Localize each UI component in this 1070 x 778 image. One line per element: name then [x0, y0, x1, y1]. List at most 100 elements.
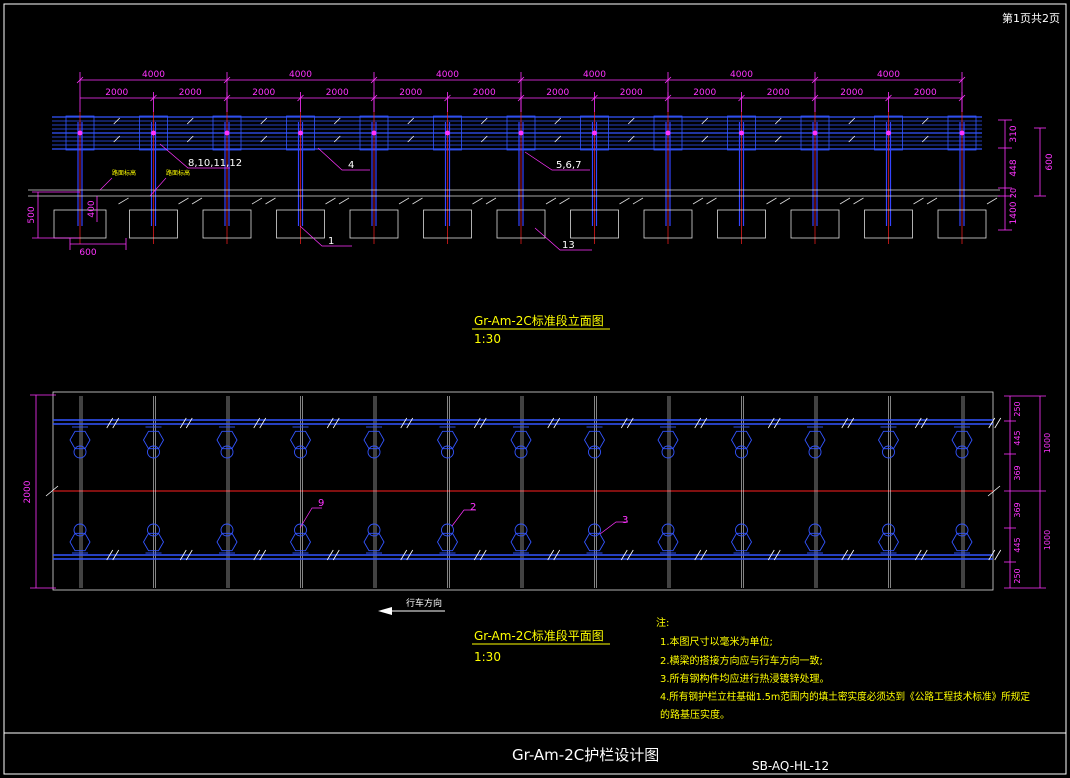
ground-hatch — [619, 197, 630, 205]
plan-post-hex — [657, 532, 679, 552]
dim-label-4000: 4000 — [583, 70, 606, 80]
rail-splice — [701, 117, 709, 125]
ground-hatch — [412, 197, 423, 205]
plan-blockouts — [69, 426, 973, 554]
plan-rail-splice — [332, 549, 340, 561]
bolt-marker — [739, 130, 744, 136]
break-mark — [987, 485, 1001, 497]
plan-post-hex — [436, 532, 459, 552]
plan-post-hex — [216, 532, 238, 552]
plan-post-hex — [877, 532, 900, 552]
plan-post-circle — [661, 445, 675, 459]
post-foundation — [717, 209, 766, 239]
ground-hatch — [766, 197, 777, 205]
plan-post-circle — [441, 523, 454, 537]
rail-splice — [701, 135, 709, 143]
elevation-scale: 1:30 — [474, 332, 501, 346]
ground-hatch — [485, 197, 497, 205]
ground-hatch — [338, 197, 350, 205]
ground-hatch — [178, 197, 189, 205]
dim-600-left: 600 — [79, 248, 96, 258]
plan-rail-splice — [920, 549, 928, 561]
elevation-title: Gr-Am-2C标准段立面图 — [474, 313, 604, 328]
bolt-marker — [298, 130, 303, 136]
plan-post-hex — [583, 532, 606, 552]
plan-post-hex — [289, 532, 312, 552]
plan-post-circle — [955, 445, 969, 459]
plan-post-circle — [882, 445, 895, 459]
dim-600-right: 600 — [1045, 153, 1055, 170]
dim-label-2000: 2000 — [399, 88, 422, 98]
ground-hatch — [265, 197, 276, 205]
post-foundation — [937, 209, 987, 239]
plan-callout-leaders — [299, 507, 628, 535]
plan-post-circle — [514, 523, 528, 537]
elevation-right-dims — [998, 119, 1046, 231]
plan-rail-splice — [179, 417, 187, 429]
plan-rail-splice — [988, 417, 996, 429]
plan-rail-splice — [553, 417, 561, 429]
rail-splice — [627, 117, 635, 125]
dim-400: 400 — [87, 200, 97, 217]
post-foundation — [349, 209, 399, 239]
note-4-continued: 的路基压实度。 — [660, 708, 730, 721]
plan-rail-splice — [914, 549, 922, 561]
post-foundation — [202, 209, 252, 239]
note-1: 1.本图尺寸以毫米为单位; — [660, 635, 773, 648]
post-foundation — [864, 209, 913, 239]
rail-splice — [260, 135, 268, 143]
callout-1: 1 — [328, 236, 334, 247]
plan-rail-splice — [994, 549, 1002, 561]
plan-post-lines — [45, 396, 1001, 588]
rail-splice — [333, 135, 341, 143]
elevation-posts — [77, 112, 965, 244]
plan-rail-splice — [847, 417, 855, 429]
plan-post-circle — [73, 445, 87, 459]
plan-post-circle — [220, 445, 234, 459]
plan-dim-2000: 2000 — [23, 480, 33, 503]
plan-post-circle — [294, 523, 307, 537]
dim-label-2000: 2000 — [105, 88, 128, 98]
plan-post-circle — [955, 523, 969, 537]
plan-post-circle — [808, 523, 822, 537]
plan-rail-splice — [400, 549, 408, 561]
plan-post-circle — [588, 445, 601, 459]
plan-rail-splice — [994, 417, 1002, 429]
callout-5-6-7: 5,6,7 — [556, 160, 581, 171]
plan-rail-splice — [259, 417, 267, 429]
plan-rail-splice — [847, 549, 855, 561]
plan-rail-splice — [767, 417, 775, 429]
plan-scale: 1:30 — [474, 650, 501, 664]
ground-hatch — [986, 197, 998, 205]
rail-splice — [921, 117, 929, 125]
plan-post-circle — [661, 523, 675, 537]
plan-rail-splice — [914, 417, 922, 429]
drawing-title: Gr-Am-2C护栏设计图 — [512, 746, 659, 764]
plan-rail-splice — [626, 417, 634, 429]
post-foundation — [496, 209, 546, 239]
plan-right-dims — [1004, 395, 1046, 589]
bolt-marker — [518, 130, 524, 136]
ground-hatch — [191, 197, 203, 205]
dim-20: 20 — [1009, 188, 1018, 198]
plan-rail-splice — [406, 549, 414, 561]
design-notes: 注: 1.本图尺寸以毫米为单位; 2.横梁的搭接方向应与行车方向一致; 3.所有… — [656, 616, 1030, 721]
traffic-direction-label: 行车方向 — [406, 597, 442, 609]
dim-label-2000: 2000 — [767, 88, 790, 98]
plan-post-hex — [730, 532, 753, 552]
ground-hatch — [472, 197, 483, 205]
post-foundation — [129, 209, 178, 239]
plan-rail-splice — [185, 549, 193, 561]
plan-post-circle — [367, 445, 381, 459]
ground-hatch — [251, 197, 263, 205]
dim-label-4000: 4000 — [730, 70, 753, 80]
plan-post-circle — [735, 445, 748, 459]
ground-hatch — [398, 197, 410, 205]
plan-rail-splice — [694, 417, 702, 429]
ground-hatch — [913, 197, 924, 205]
plan-rail-splice — [332, 417, 340, 429]
ground-hatch — [559, 197, 570, 205]
rail-splice — [260, 117, 268, 125]
plan-post-circle — [294, 445, 307, 459]
